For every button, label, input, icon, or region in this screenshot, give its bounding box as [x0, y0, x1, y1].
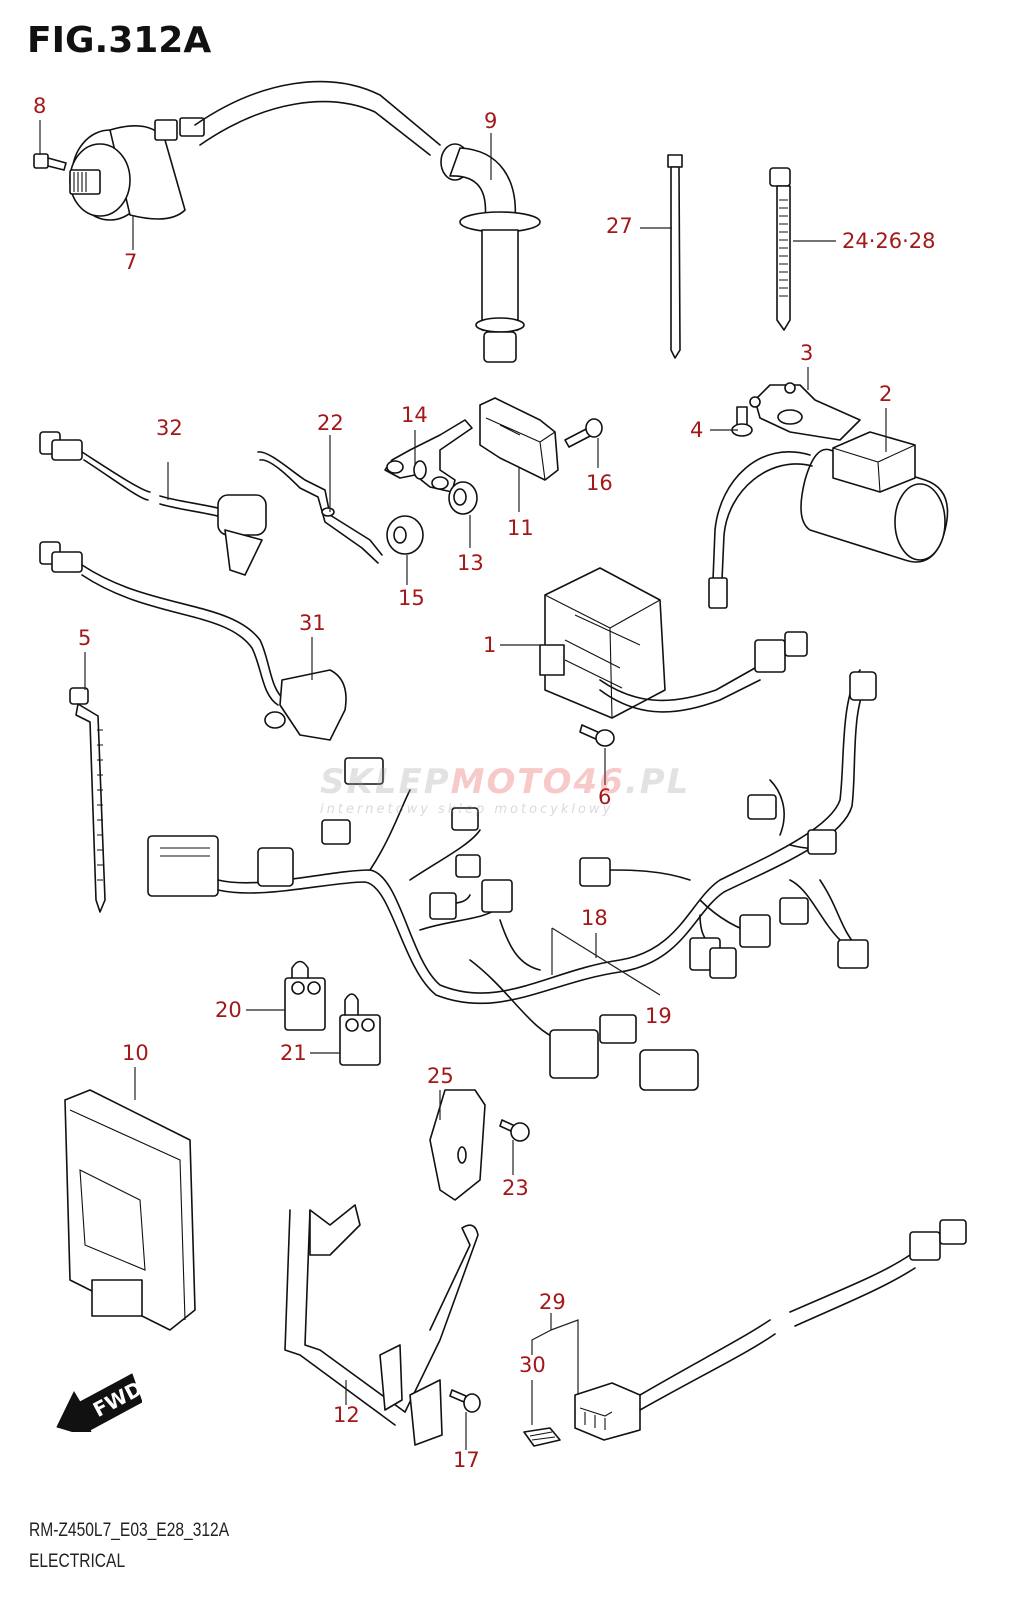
callout-7[interactable]: 7 — [124, 250, 138, 274]
part-25-bracket[interactable] — [429, 1089, 486, 1201]
part-27-cable-tie[interactable] — [667, 154, 683, 359]
part-6-screw[interactable] — [579, 724, 615, 747]
callout-6[interactable]: 6 — [598, 785, 612, 809]
callout-10[interactable]: 10 — [122, 1041, 149, 1065]
callout-25[interactable]: 25 — [427, 1064, 454, 1088]
part-15-grommet[interactable] — [386, 515, 424, 555]
part-17-screw[interactable] — [449, 1389, 481, 1413]
part-3-bracket[interactable] — [749, 382, 861, 441]
part-2-connector[interactable] — [708, 577, 728, 609]
callout-19[interactable]: 19 — [645, 1004, 672, 1028]
part-24-26-28-cable-tie[interactable] — [769, 167, 791, 331]
part-31-fuse-harness[interactable] — [574, 1219, 967, 1441]
part-7-coil[interactable] — [69, 117, 205, 221]
callout-5[interactable]: 5 — [78, 626, 92, 650]
part-19-cover[interactable] — [639, 1049, 699, 1091]
part-10-ecm[interactable] — [64, 1089, 196, 1331]
callout-4[interactable]: 4 — [690, 418, 704, 442]
callout-21[interactable]: 21 — [280, 1041, 307, 1065]
callout-31[interactable]: 29 — [539, 1290, 566, 1314]
fwd-arrow-icon: FWD — [56, 1373, 142, 1432]
part-1-connector[interactable] — [754, 639, 786, 673]
callout-2[interactable]: 2 — [879, 382, 893, 406]
callout-27[interactable]: 27 — [606, 214, 633, 238]
part-9-plug-cap[interactable] — [440, 143, 541, 363]
callout-15[interactable]: 15 — [398, 586, 425, 610]
part-22-bracket[interactable] — [257, 451, 383, 564]
callout-22[interactable]: 22 — [317, 411, 344, 435]
callout-32[interactable]: 30 — [519, 1353, 546, 1377]
part-18-wiring-harness[interactable] — [147, 669, 877, 1079]
part-5-cable-tie[interactable] — [69, 687, 106, 913]
part-21-connector[interactable] — [339, 993, 381, 1066]
cable-part-1-edge — [599, 667, 756, 702]
cable-7-to-9-edge — [199, 100, 431, 156]
part-29-sensor[interactable] — [39, 541, 347, 741]
callout-9[interactable]: 9 — [484, 109, 498, 133]
callout-17[interactable]: 17 — [453, 1448, 480, 1472]
part-14-bracket[interactable] — [384, 419, 473, 493]
part-23-screw[interactable] — [499, 1119, 530, 1142]
part-32-fuse[interactable] — [523, 1427, 561, 1447]
callout-14[interactable]: 14 — [401, 403, 428, 427]
callout-20[interactable]: 20 — [215, 998, 242, 1022]
part-1-regulator[interactable] — [539, 567, 666, 719]
part-12-bracket[interactable] — [284, 1204, 479, 1446]
callout-30[interactable]: 32 — [156, 416, 183, 440]
callout-8[interactable]: 8 — [33, 94, 47, 118]
cable-part-1 — [599, 679, 761, 713]
part-13-collar[interactable] — [448, 481, 478, 515]
callout-18[interactable]: 18 — [581, 906, 608, 930]
leader-lines — [39, 120, 887, 1450]
part-4-bolt[interactable] — [731, 406, 753, 437]
callout-29[interactable]: 31 — [299, 611, 326, 635]
section-name: ELECTRICAL — [29, 1551, 126, 1572]
callout-3[interactable]: 3 — [800, 341, 814, 365]
callout-24-26-28[interactable]: 24·26·28 — [842, 229, 936, 253]
callout-16[interactable]: 16 — [586, 471, 613, 495]
part-8-screw[interactable] — [33, 153, 67, 171]
part-16-bolt[interactable] — [564, 418, 603, 448]
part-20-connector[interactable] — [284, 960, 326, 1031]
model-code: RM-Z450L7_E03_E28_312A — [29, 1520, 230, 1541]
part-1-connector-tip[interactable] — [784, 631, 808, 657]
part-2-relay[interactable] — [800, 431, 949, 563]
cable-part-2 — [712, 451, 811, 581]
callout-1[interactable]: 1 — [483, 633, 497, 657]
callout-13[interactable]: 13 — [457, 551, 484, 575]
callout-23[interactable]: 23 — [502, 1176, 529, 1200]
callout-12[interactable]: 12 — [333, 1403, 360, 1427]
part-11-relay[interactable] — [479, 397, 559, 481]
figure-title: FIG.312A — [27, 20, 212, 61]
cable-7-to-9 — [194, 80, 441, 146]
part-30-sensor[interactable] — [39, 431, 267, 576]
cable-part-2-edge — [721, 463, 813, 581]
callout-11[interactable]: 11 — [507, 516, 534, 540]
